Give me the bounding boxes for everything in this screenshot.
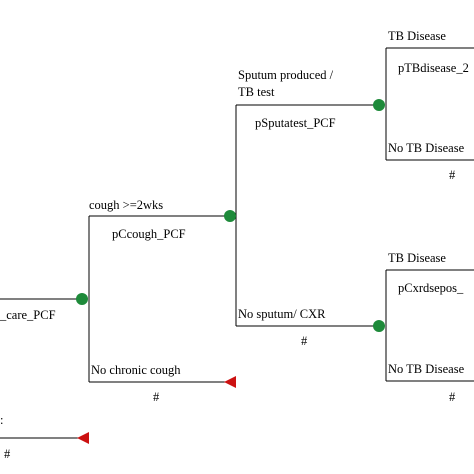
no-tb-bottom-label: No TB Disease	[388, 362, 465, 376]
no-sputum-prob-label: #	[301, 334, 308, 348]
no-tb-top-prob-label: #	[449, 168, 456, 182]
sputum-prob-label: pSputatest_PCF	[255, 116, 336, 130]
no-sputum-branch-label: No sputum/ CXR	[238, 307, 326, 321]
bottom-left-mark-label: :	[0, 413, 3, 427]
sputum-branch-label-line1: Sputum produced /	[238, 68, 334, 82]
bottom-left-prob-label: #	[4, 447, 11, 461]
terminal-node-bottom-left[interactable]	[77, 432, 89, 444]
tree-edges	[0, 47, 474, 439]
cough-branch-label: cough >=2wks	[89, 198, 163, 212]
care-prob-label: _care_PCF	[0, 308, 56, 322]
tree-nodes	[76, 99, 385, 444]
tb-disease-bottom-prob-label: pCxrdsepos_	[398, 281, 464, 295]
cough-prob-label: pCcough_PCF	[112, 227, 186, 241]
no-cough-branch-label: No chronic cough	[91, 363, 181, 377]
chance-node-top-tb[interactable]	[373, 99, 385, 111]
no-tb-bottom-prob-label: #	[449, 390, 456, 404]
tb-disease-top-prob-label: pTBdisease_2	[398, 61, 469, 75]
tb-disease-top-label: TB Disease	[388, 29, 446, 43]
chance-node-sputum[interactable]	[224, 210, 236, 222]
terminal-node-no-cough[interactable]	[224, 376, 236, 388]
no-tb-top-label: No TB Disease	[388, 141, 465, 155]
tb-disease-bottom-label: TB Disease	[388, 251, 446, 265]
no-cough-prob-label: #	[153, 390, 160, 404]
sputum-branch-label-line2: TB test	[238, 85, 275, 99]
tree-labels: _care_PCF cough >=2wks pCcough_PCF No ch…	[0, 29, 469, 461]
chance-node-cough[interactable]	[76, 293, 88, 305]
chance-node-bottom-tb[interactable]	[373, 320, 385, 332]
